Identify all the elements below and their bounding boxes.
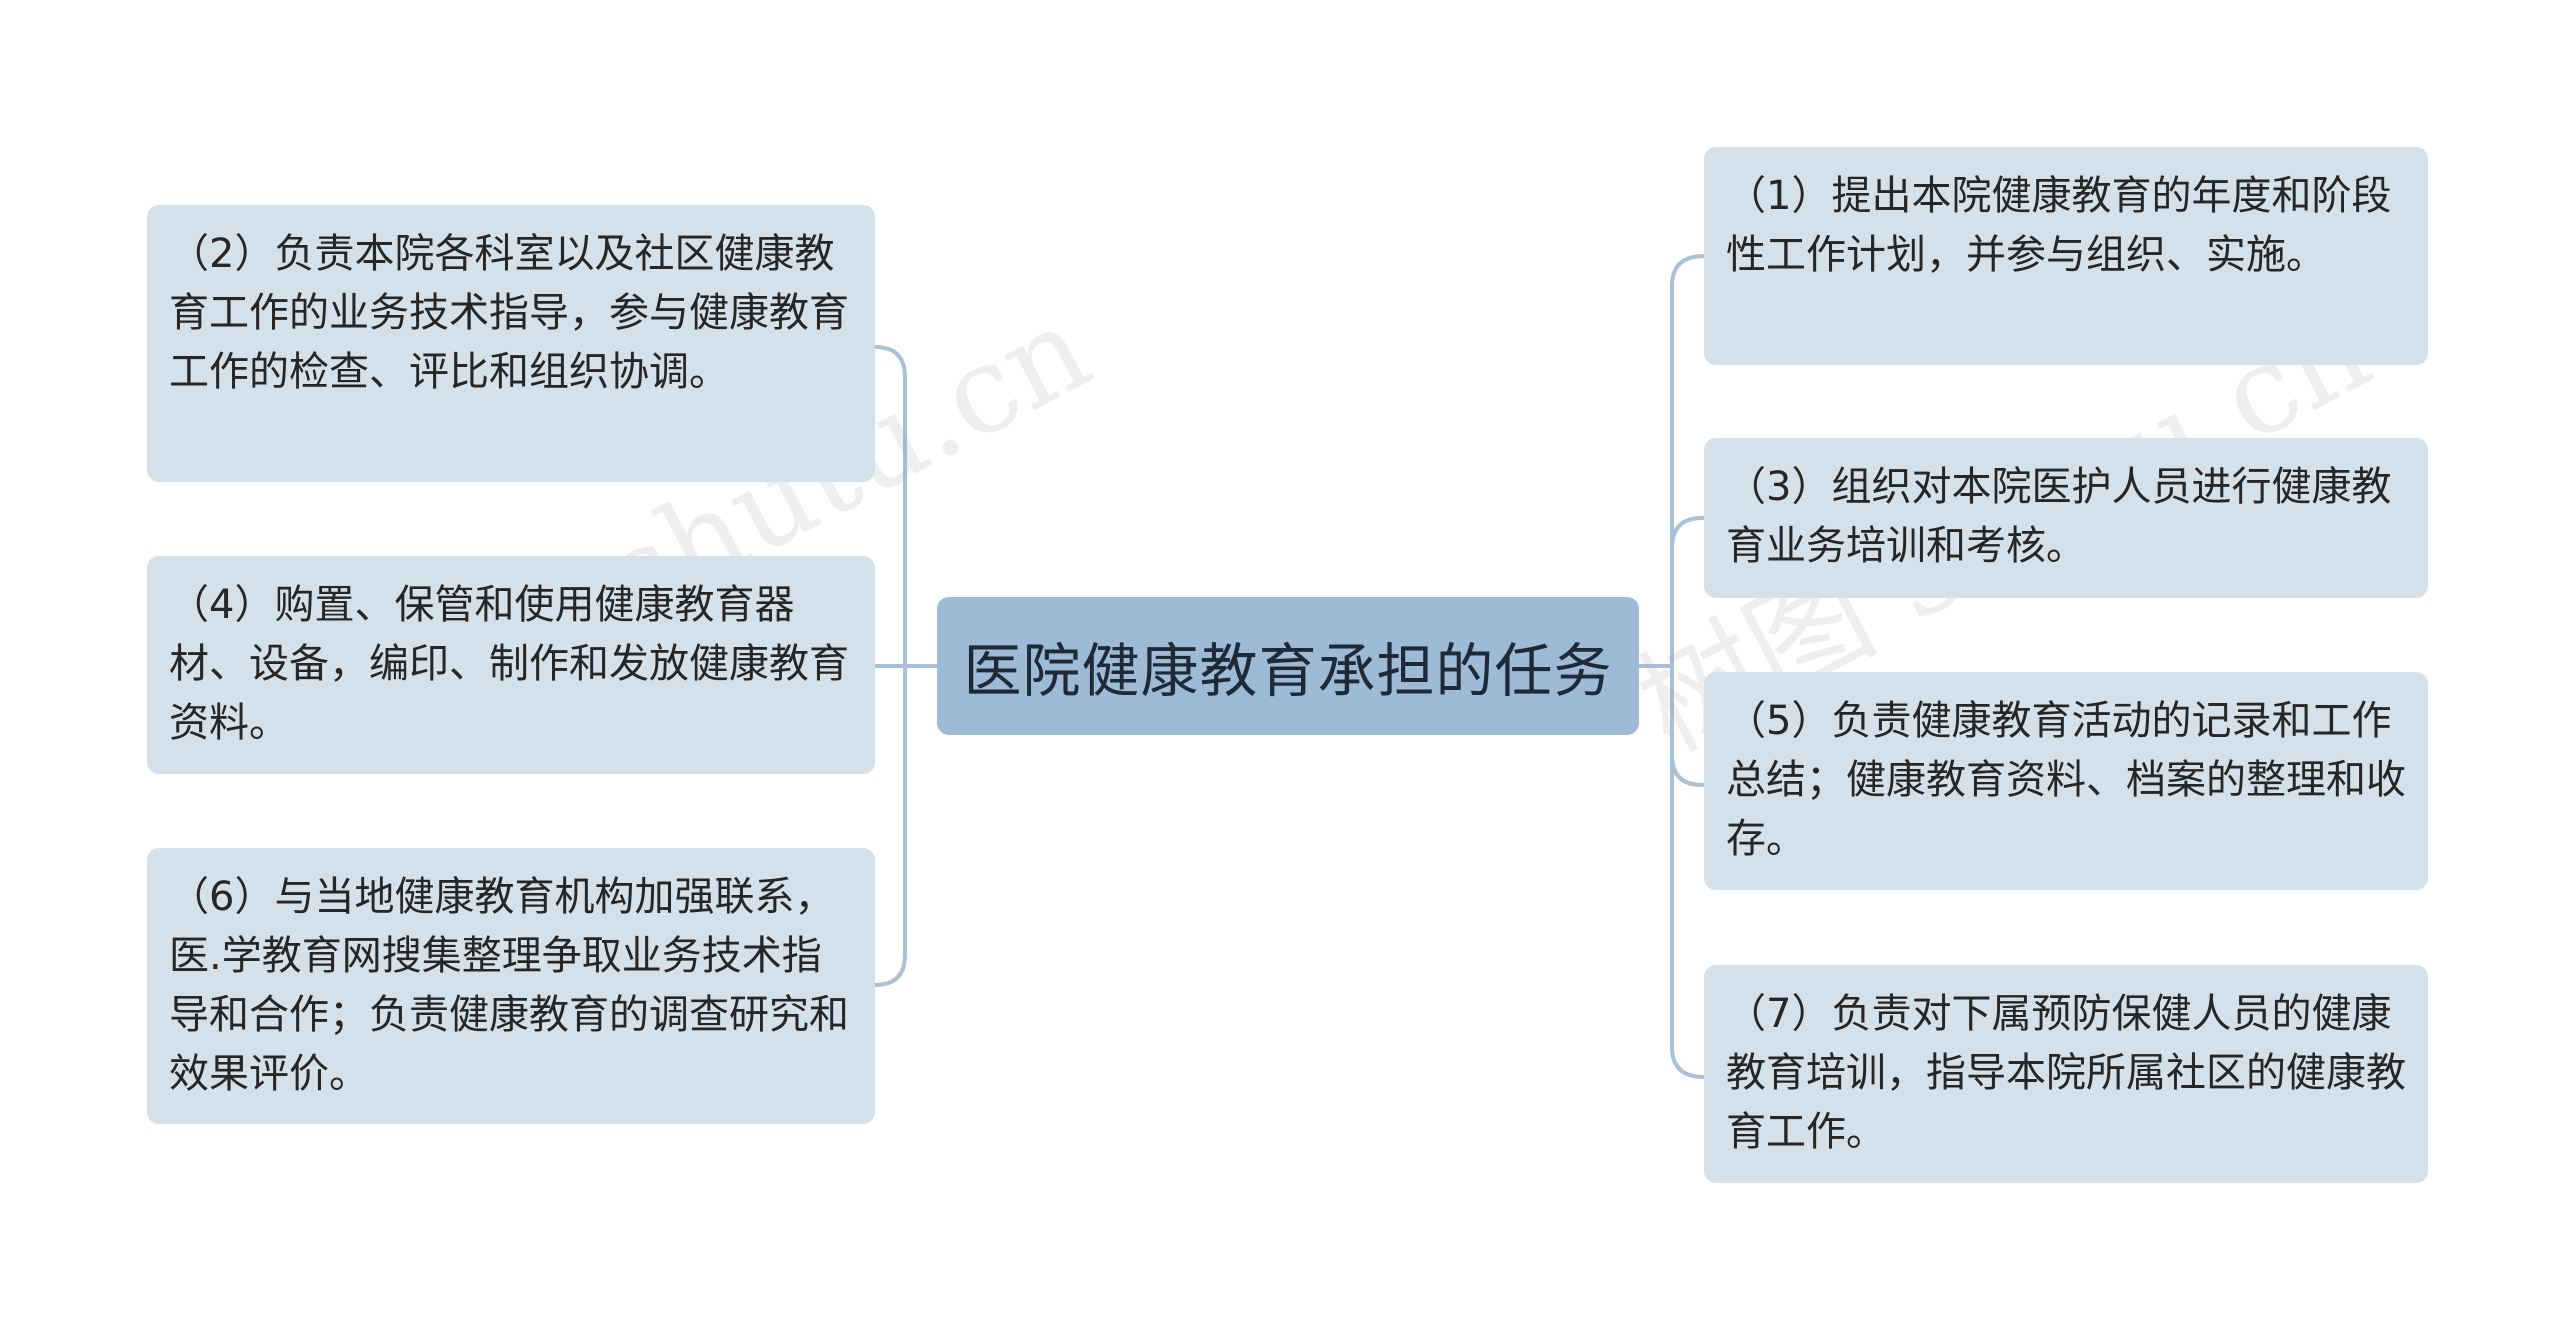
root-topic[interactable]: 医院健康教育承担的任务 bbox=[937, 597, 1639, 735]
topic-node-text: （5）负责健康教育活动的记录和工作总结；健康教育资料、档案的整理和收存。 bbox=[1726, 698, 2406, 862]
connector-right-5 bbox=[1670, 753, 1706, 787]
topic-node-text: （2）负责本院各科室以及社区健康教育工作的业务技术指导，参与健康教育工作的检查、… bbox=[169, 231, 849, 395]
topic-node-left-1[interactable]: （2）负责本院各科室以及社区健康教育工作的业务技术指导，参与健康教育工作的检查、… bbox=[147, 205, 875, 482]
connector-right-3 bbox=[1670, 516, 1706, 550]
topic-node-right-2[interactable]: （3）组织对本院医护人员进行健康教育业务培训和考核。 bbox=[1704, 438, 2428, 598]
topic-node-right-1[interactable]: （1）提出本院健康教育的年度和阶段性工作计划，并参与组织、实施。 bbox=[1704, 147, 2428, 365]
topic-node-left-2[interactable]: （4）购置、保管和使用健康教育器材、设备，编印、制作和发放健康教育资料。 bbox=[147, 556, 875, 774]
root-topic-title: 医院健康教育承担的任务 bbox=[963, 637, 1613, 705]
topic-node-right-3[interactable]: （5）负责健康教育活动的记录和工作总结；健康教育资料、档案的整理和收存。 bbox=[1704, 672, 2428, 890]
topic-node-text: （1）提出本院健康教育的年度和阶段性工作计划，并参与组织、实施。 bbox=[1726, 173, 2392, 278]
topic-node-text: （4）购置、保管和使用健康教育器材、设备，编印、制作和发放健康教育资料。 bbox=[169, 582, 849, 746]
topic-node-text: （7）负责对下属预防保健人员的健康教育培训，指导本院所属社区的健康教育工作。 bbox=[1726, 991, 2406, 1155]
connector-right-trunk bbox=[1670, 254, 1706, 1079]
topic-node-text: （3）组织对本院医护人员进行健康教育业务培训和考核。 bbox=[1726, 464, 2392, 569]
topic-node-right-4[interactable]: （7）负责对下属预防保健人员的健康教育培训，指导本院所属社区的健康教育工作。 bbox=[1704, 965, 2428, 1183]
topic-node-left-3[interactable]: （6）与当地健康教育机构加强联系，医.学教育网搜集整理争取业务技术指导和合作；负… bbox=[147, 848, 875, 1124]
topic-node-text: （6）与当地健康教育机构加强联系，医.学教育网搜集整理争取业务技术指导和合作；负… bbox=[169, 874, 849, 1097]
